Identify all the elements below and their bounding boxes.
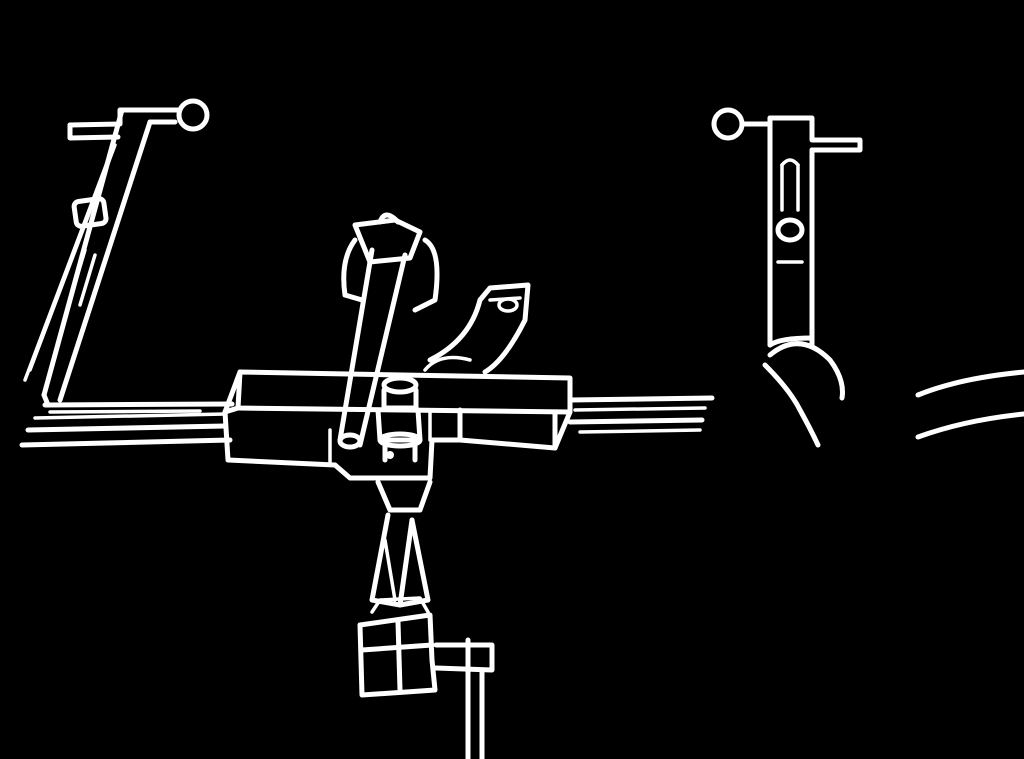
swivel-mount [337,212,440,463]
horizontal-rail [19,395,715,448]
central-carriage [222,369,573,481]
right-cable-right [915,369,1024,440]
curved-bracket [423,282,531,375]
base-clamp [357,596,495,759]
right-sensor-arm [711,107,863,348]
vertical-post [369,479,433,608]
right-cable-left [762,341,845,448]
left-sensor-arm [23,98,210,408]
